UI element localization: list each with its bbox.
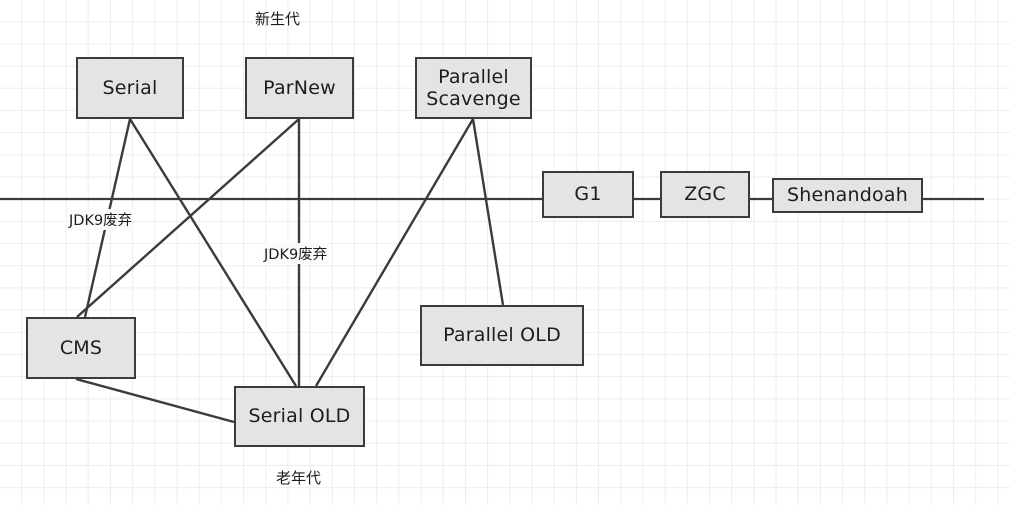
label-jdk9-deprecated-parnew-cms: JDK9废弃 xyxy=(68,209,134,230)
caption-young-generation: 新生代 xyxy=(255,10,301,28)
node-zgc[interactable]: ZGC xyxy=(660,171,750,218)
node-parallel-old[interactable]: Parallel OLD xyxy=(420,305,584,366)
node-serial-old[interactable]: Serial OLD xyxy=(234,386,365,447)
edge-parallel-scavenge-to-parallel-old xyxy=(471,118,505,306)
edge-cms-to-serial-old xyxy=(75,377,235,424)
node-cms[interactable]: CMS xyxy=(26,317,136,379)
node-shenandoah[interactable]: Shenandoah xyxy=(772,178,923,213)
node-g1[interactable]: G1 xyxy=(542,171,634,218)
node-parnew[interactable]: ParNew xyxy=(245,57,354,119)
node-parallel-scavenge[interactable]: Parallel Scavenge xyxy=(415,57,532,119)
caption-old-generation: 老年代 xyxy=(276,469,322,487)
node-serial[interactable]: Serial xyxy=(76,57,184,119)
label-jdk9-deprecated-parnew-serial-old: JDK9废弃 xyxy=(263,243,329,264)
